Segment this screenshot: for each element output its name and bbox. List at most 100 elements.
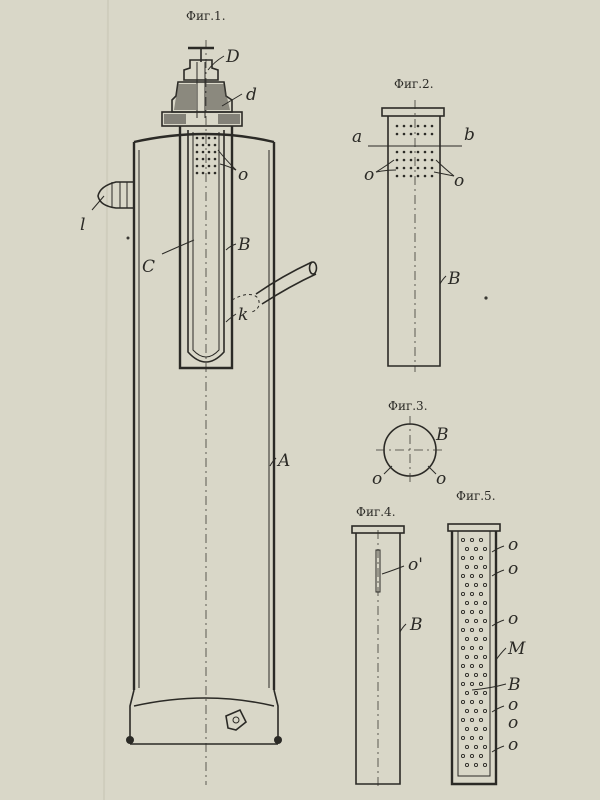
fig5-hole bbox=[482, 726, 488, 732]
fig1-label-D: D bbox=[225, 47, 240, 67]
inner-tube-perforations bbox=[195, 136, 217, 175]
fig5-hole bbox=[464, 546, 470, 552]
fig5-hole bbox=[478, 735, 484, 741]
paper-speck bbox=[484, 296, 488, 300]
fig5-hole bbox=[460, 753, 466, 759]
fig5-hole bbox=[464, 564, 470, 570]
fig5-hole bbox=[460, 663, 466, 669]
fig1-caption: Фиг.1. bbox=[186, 9, 226, 23]
fig2-tube bbox=[387, 116, 441, 367]
fig5-hole bbox=[473, 564, 479, 570]
fig5-caption: Фиг.5. bbox=[456, 489, 496, 503]
fig5-hole bbox=[460, 609, 466, 615]
fig5-hole bbox=[464, 636, 470, 642]
fig5-hole bbox=[482, 762, 488, 768]
fig5-hole bbox=[473, 654, 479, 660]
fig4-rim bbox=[351, 525, 405, 534]
fig5-hole bbox=[469, 681, 475, 687]
fig5-hole bbox=[464, 672, 470, 678]
fig2-label-a: a bbox=[352, 127, 362, 147]
fig4-tube bbox=[355, 533, 401, 785]
fig5-inner-tube bbox=[457, 531, 491, 777]
fig3-label-o-left: o bbox=[372, 469, 382, 489]
fig5-hole bbox=[469, 645, 475, 651]
paper-speck bbox=[126, 236, 130, 240]
figure-4: Фиг.4. o' B bbox=[351, 505, 423, 790]
fig5-hole bbox=[464, 600, 470, 606]
fig5-hole bbox=[464, 744, 470, 750]
fig5-hole bbox=[460, 681, 466, 687]
fig5-hole bbox=[460, 645, 466, 651]
fig5-outer-tube bbox=[450, 531, 498, 786]
fig4-label-B: B bbox=[409, 615, 423, 635]
fig5-hole bbox=[464, 690, 470, 696]
fig2-rim bbox=[381, 107, 445, 117]
fig5-hole bbox=[460, 537, 466, 543]
fig5-hole bbox=[473, 582, 479, 588]
fig5-hole bbox=[469, 717, 475, 723]
fig5-hole bbox=[482, 618, 488, 624]
figure-3: Фиг.3. B o o bbox=[372, 399, 449, 489]
fig5-hole bbox=[464, 726, 470, 732]
fig5-label-o5: o bbox=[508, 713, 518, 733]
fig1-label-A: A bbox=[276, 451, 290, 471]
hose bbox=[231, 261, 318, 313]
fig1-label-l: l bbox=[80, 215, 85, 235]
fig5-hole bbox=[473, 546, 479, 552]
fig5-hole bbox=[478, 555, 484, 561]
fig5-hole bbox=[482, 600, 488, 606]
fig5-hole bbox=[482, 672, 488, 678]
fig1-label-d: d bbox=[246, 85, 257, 105]
fig5-hole bbox=[478, 753, 484, 759]
fig5-hole bbox=[469, 537, 475, 543]
fig5-hole bbox=[460, 699, 466, 705]
fig5-hole bbox=[482, 744, 488, 750]
fig5-hole bbox=[473, 690, 479, 696]
fig5-label-o4: o bbox=[508, 695, 518, 715]
fig2-perforations bbox=[395, 124, 434, 178]
side-nozzle bbox=[91, 181, 134, 211]
fig5-hole bbox=[482, 654, 488, 660]
fig5-hole bbox=[473, 762, 479, 768]
fig5-hole bbox=[460, 717, 466, 723]
fig5-hole bbox=[482, 636, 488, 642]
fig5-label-B: B bbox=[507, 675, 521, 695]
fig5-hole bbox=[469, 663, 475, 669]
fig3-label-o-right: o bbox=[436, 469, 446, 489]
fig5-hole bbox=[473, 672, 479, 678]
fig1-label-k: k bbox=[238, 305, 248, 325]
fig5-label-o1: o bbox=[508, 535, 518, 555]
fig5-hole bbox=[478, 645, 484, 651]
fig5-hole bbox=[469, 699, 475, 705]
fig5-hole bbox=[464, 618, 470, 624]
fig5-hole bbox=[469, 627, 475, 633]
fig2-caption: Фиг.2. bbox=[394, 77, 434, 91]
fig4-label-o-prime: o' bbox=[408, 555, 423, 575]
fig3-label-B: B bbox=[435, 425, 449, 445]
fig5-hole bbox=[469, 753, 475, 759]
fig5-label-M: M bbox=[507, 639, 526, 659]
figure-2: Фиг.2. a b o o B bbox=[352, 77, 475, 372]
fig2-label-o-right: o bbox=[454, 171, 464, 191]
fig1-label-o: o bbox=[238, 165, 248, 185]
paper-fold bbox=[103, 0, 109, 800]
fig5-hole bbox=[478, 537, 484, 543]
fig1-label-B: B bbox=[237, 235, 251, 255]
fig5-hole bbox=[473, 636, 479, 642]
fig5-hole bbox=[469, 555, 475, 561]
fig5-hole bbox=[482, 564, 488, 570]
fig1-label-C: C bbox=[142, 257, 155, 277]
fig5-hole bbox=[482, 546, 488, 552]
fig4-slot bbox=[375, 549, 381, 593]
fig5-hole bbox=[464, 762, 470, 768]
fig2-label-B: B bbox=[447, 269, 461, 289]
fig4-caption: Фиг.4. bbox=[356, 505, 396, 519]
fig5-label-o2: o bbox=[508, 559, 518, 579]
fig5-hole bbox=[478, 591, 484, 597]
fig5-hole bbox=[478, 717, 484, 723]
fig5-hole bbox=[464, 654, 470, 660]
fig5-hole bbox=[473, 744, 479, 750]
inner-tube bbox=[178, 126, 234, 370]
fig5-hole bbox=[469, 573, 475, 579]
fig5-hole bbox=[478, 681, 484, 687]
